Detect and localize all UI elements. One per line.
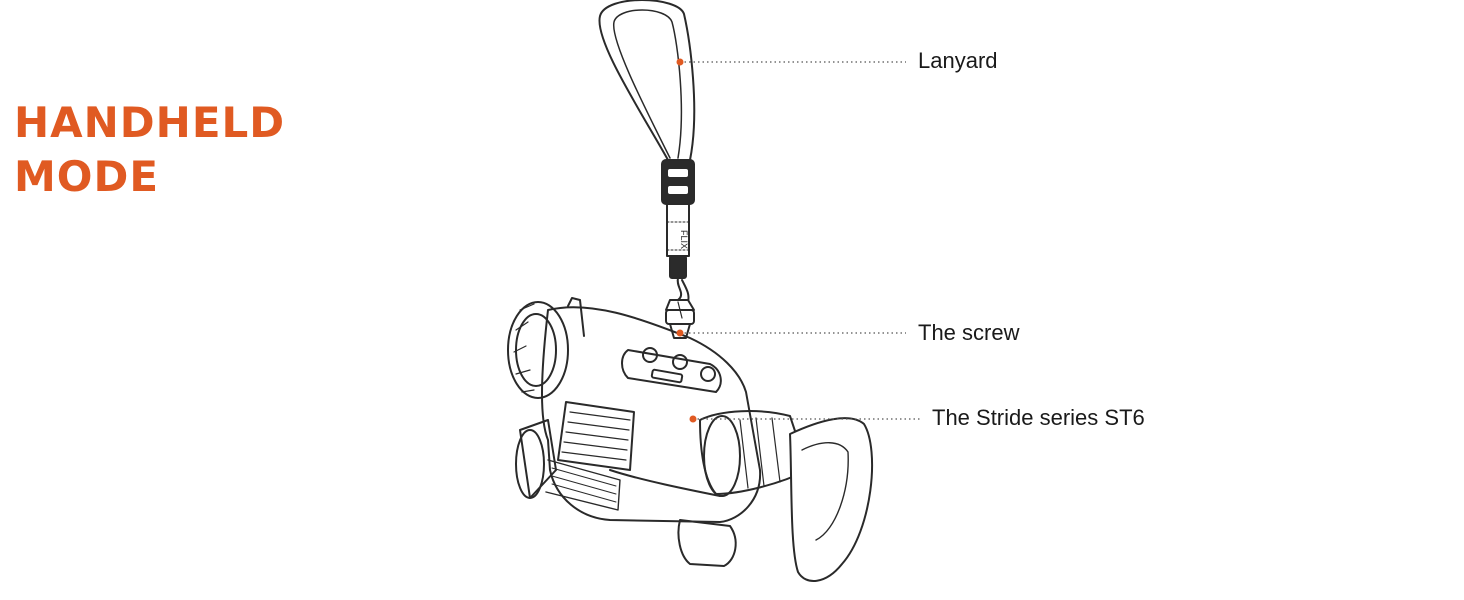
callout-leaders <box>676 58 920 423</box>
lanyard-clip <box>669 255 690 313</box>
mode-heading: HANDHELD MODE <box>14 96 285 204</box>
screw-label: The screw <box>918 320 1020 345</box>
lanyard-buckle <box>661 159 695 205</box>
heading-line-2: MODE <box>14 152 160 201</box>
device-label: The Stride series ST6 <box>932 405 1145 430</box>
strap-tag-text: FLIX <box>679 230 689 249</box>
lanyard-label: Lanyard <box>918 48 998 73</box>
screw-part <box>665 299 695 339</box>
monocular-device <box>507 297 874 582</box>
lanyard-strap <box>598 0 696 161</box>
heading-line-1: HANDHELD <box>14 98 286 147</box>
